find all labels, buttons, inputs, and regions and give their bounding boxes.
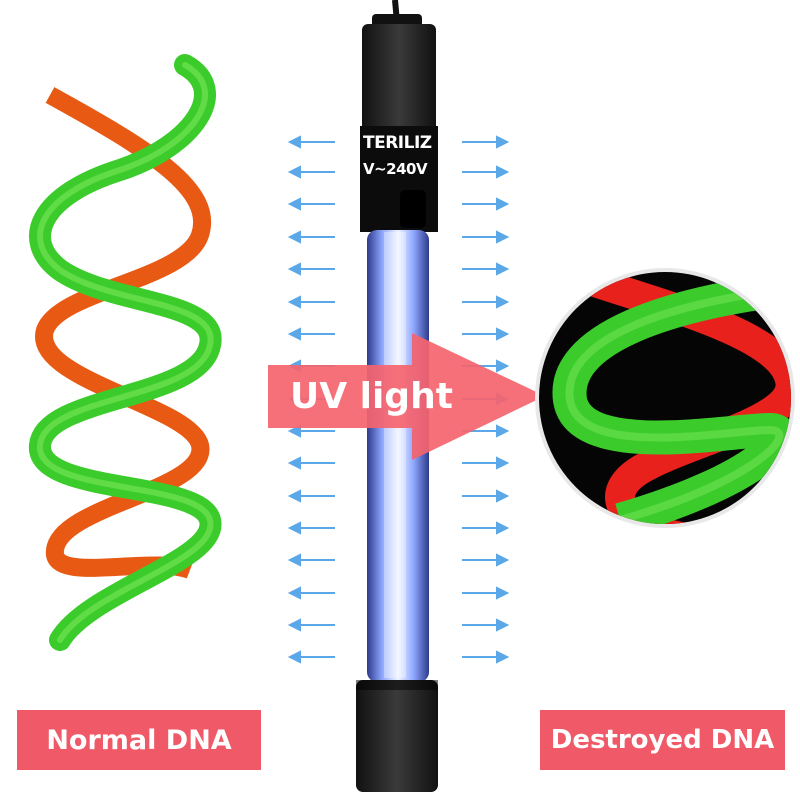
uv-light-label: UV light bbox=[290, 375, 453, 417]
lamp-voltage-text: V~240V bbox=[363, 160, 428, 178]
uv-arrow-shape bbox=[268, 333, 545, 460]
light-rays-right bbox=[461, 135, 510, 663]
normal-dna-icon bbox=[29, 54, 222, 651]
dna-orange-strand bbox=[35, 87, 211, 579]
lamp-printed-text: TERILIZ bbox=[363, 133, 432, 153]
dna-rungs bbox=[50, 160, 200, 510]
destroyed-dna-icon bbox=[535, 268, 795, 528]
light-rays-left bbox=[287, 135, 336, 663]
normal-dna-label-bg bbox=[17, 710, 261, 770]
normal-dna-label: Normal DNA bbox=[46, 724, 232, 756]
destroyed-dna-label-bg bbox=[540, 710, 785, 770]
destroyed-dna-label: Destroyed DNA bbox=[550, 725, 775, 755]
